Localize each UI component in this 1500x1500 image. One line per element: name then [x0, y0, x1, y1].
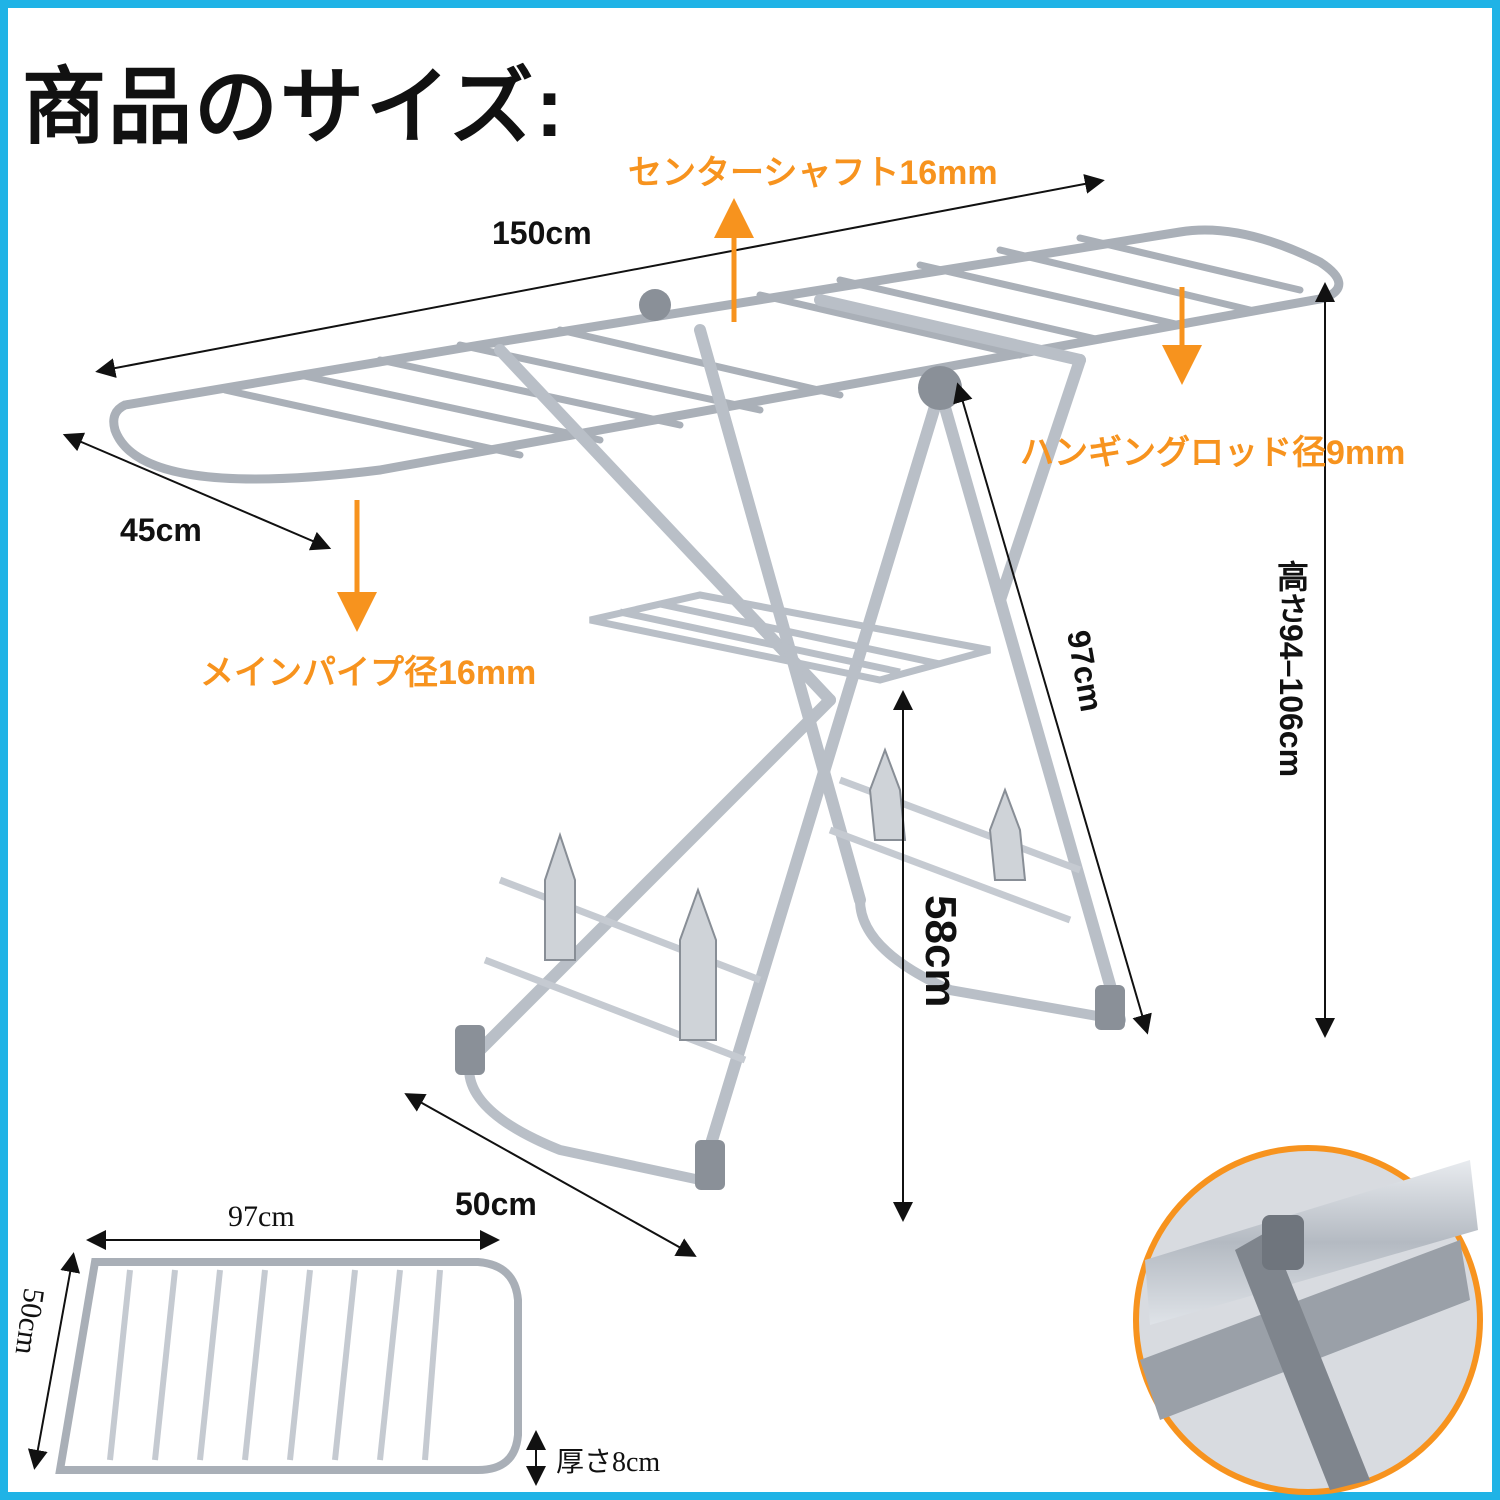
joint-closeup [1133, 1145, 1483, 1495]
hanging-rod-label: ハンギングロッド径9mm [1020, 434, 1406, 472]
width-label: 45cm [120, 512, 202, 548]
length-label: 150cm [492, 215, 592, 251]
center-shaft-label: センターシャフト16mm [628, 154, 998, 192]
folded-length-label: 97cm [228, 1200, 295, 1233]
height-label: 高さ94–106cm [1273, 560, 1309, 778]
lower-height-label: 58cm [916, 895, 965, 1008]
thickness-label: 厚さ8cm [556, 1447, 661, 1478]
main-pipe-label: メインパイプ径16mm [200, 654, 537, 692]
base-width-label: 50cm [455, 1186, 537, 1222]
orange-pointers [337, 198, 1202, 632]
page-title: 商品のサイズ: [22, 60, 566, 154]
dimension-lines [27, 174, 1335, 1486]
folded-rack-inset [55, 1258, 522, 1474]
